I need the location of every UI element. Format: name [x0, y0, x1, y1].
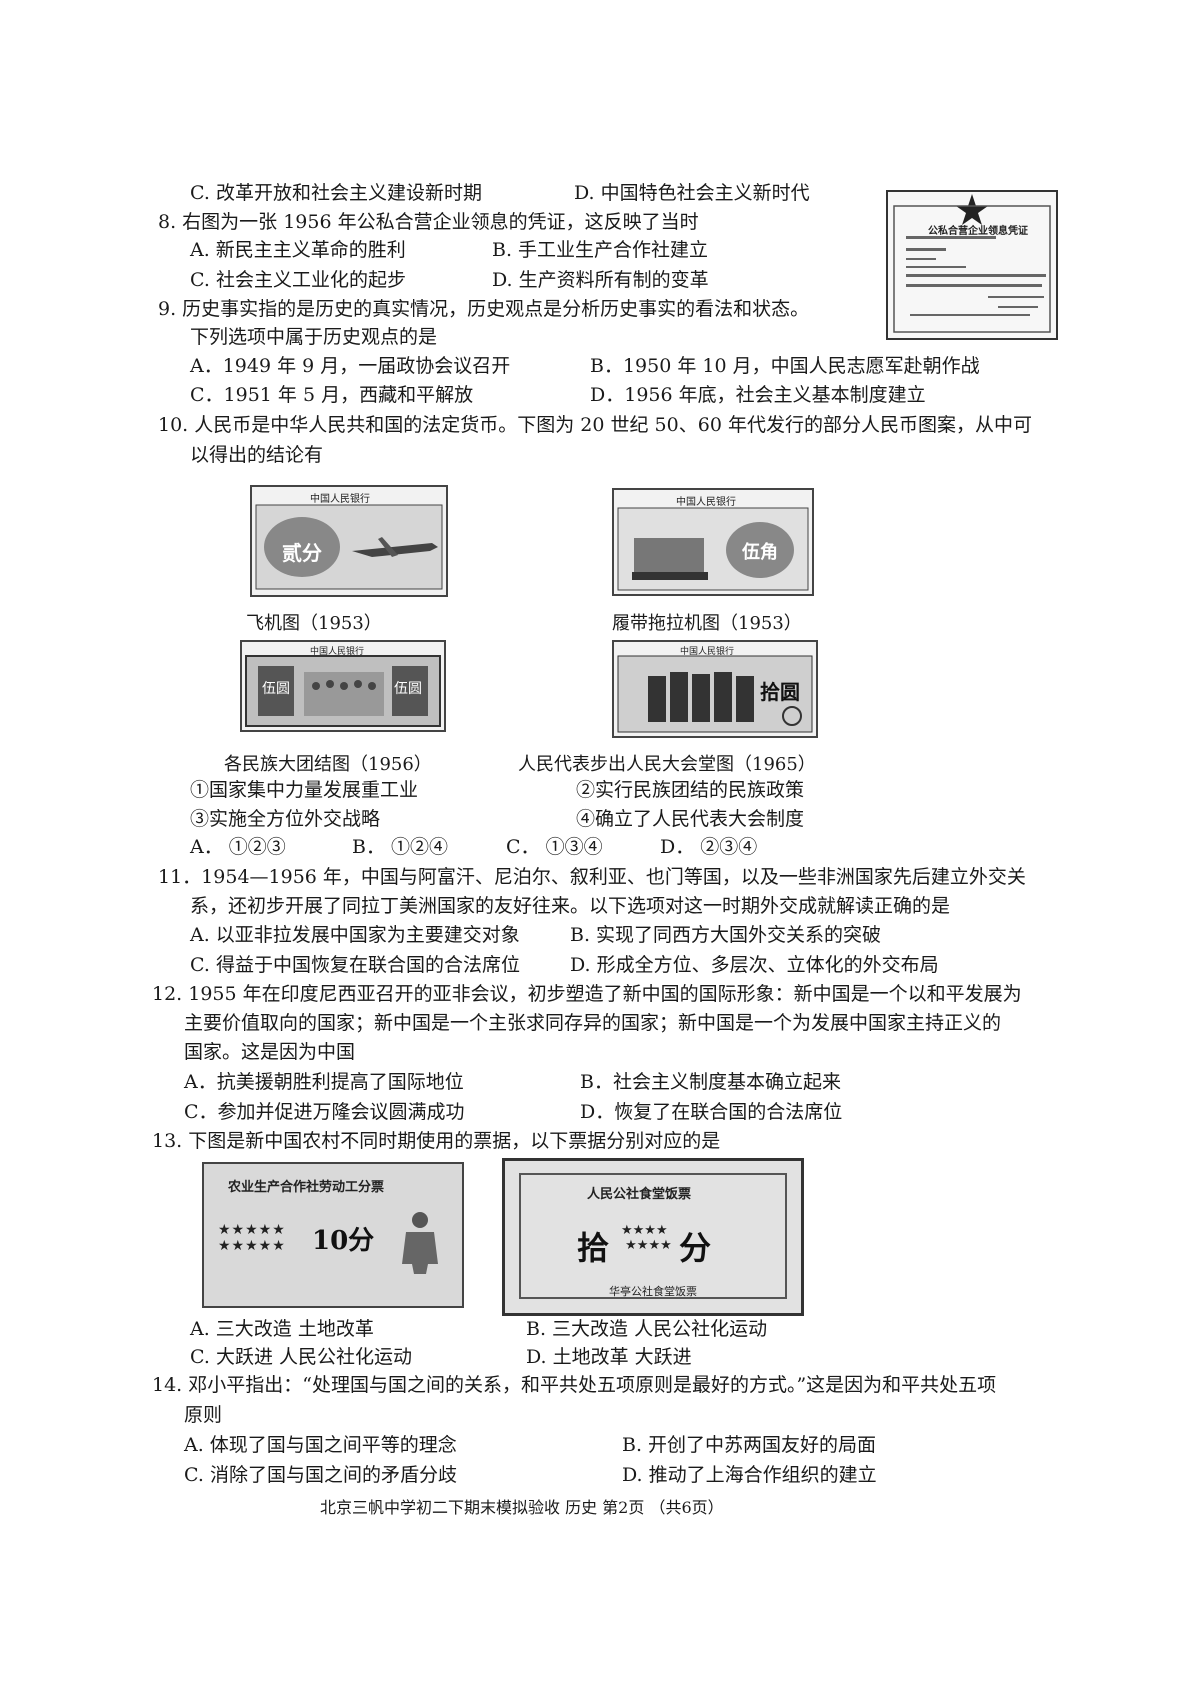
ticket-value: 拾分: [577, 1229, 782, 1267]
banknote-value-text: 贰分: [282, 541, 322, 565]
q11-option-d: D. 形成全方位、多层次、立体化的外交布局: [570, 954, 939, 976]
q14-stem-line2: 原则: [184, 1404, 223, 1426]
q10-option-a: A． ①②③: [190, 836, 286, 858]
caption-ethnic-unity: 各民族大团结图（1956）: [224, 754, 432, 775]
banknote-value-text: 伍角: [742, 542, 778, 563]
q10-stem-line1: 10. 人民币是中华人民共和国的法定货币。下图为 20 世纪 50、60 年代发…: [158, 414, 1032, 436]
q14-option-c: C. 消除了国与国之间的矛盾分歧: [184, 1464, 457, 1486]
q12-option-a: A．抗美援朝胜利提高了国际地位: [184, 1071, 464, 1093]
q9-stem-line1: 9. 历史事实指的是历史的真实情况，历史观点是分析历史事实的看法和状态。: [158, 298, 810, 320]
certificate-title: 公私合营企业领息凭证: [928, 226, 1028, 237]
q12-stem-line3: 国家。这是因为中国: [184, 1041, 356, 1063]
q10-option-d: D． ②③④: [660, 836, 758, 858]
ticket-subtitle: 华亭公社食堂饭票: [609, 1285, 697, 1298]
banknote-bank-name: 中国人民银行: [680, 647, 735, 657]
q10-option-b: B． ①②④: [352, 836, 449, 858]
q13-stem: 13. 下图是新中国农村不同时期使用的票据，以下票据分别对应的是: [152, 1130, 721, 1152]
q12-option-d: D．恢复了在联合国的合法席位: [580, 1101, 843, 1123]
banknote-ethnic-unity-image: 中国人民银行 伍圆 伍圆: [240, 640, 446, 732]
q14-stem-line1: 14. 邓小平指出：“处理国与国之间的关系，和平共处五项原则是最好的方式。”这是…: [152, 1374, 997, 1396]
q8-option-d: D. 生产资料所有制的变革: [492, 269, 709, 291]
q12-stem-line2: 主要价值取向的国家；新中国是一个主张求同存异的国家；新中国是一个为发展中国家主持…: [184, 1012, 1002, 1034]
q13-option-a: A. 三大改造 土地改革: [190, 1318, 374, 1340]
q11-stem-line1: 11．1954—1956 年，中国与阿富汗、尼泊尔、叙利亚、也门等国，以及一些非…: [158, 866, 1026, 888]
caption-airplane: 飞机图（1953）: [246, 613, 382, 634]
q8-option-c: C. 社会主义工业化的起步: [190, 269, 406, 291]
q10-option-c: C． ①③④: [506, 836, 603, 858]
q10-item-2: ②实行民族团结的民族政策: [576, 779, 805, 801]
q8-option-a: A. 新民主主义革命的胜利: [190, 239, 406, 261]
q11-option-a: A. 以亚非拉发展中国家为主要建交对象: [190, 924, 520, 946]
q10-item-3: ③实施全方位外交战略: [190, 808, 381, 830]
q7-option-d: D. 中国特色社会主义新时代: [574, 182, 810, 204]
q14-option-a: A. 体现了国与国之间平等的理念: [184, 1434, 457, 1456]
q9-stem-line2: 下列选项中属于历史观点的是: [190, 326, 438, 348]
q10-stem-line2: 以得出的结论有: [190, 444, 324, 466]
q11-option-c: C. 得益于中国恢复在联合国的合法席位: [190, 954, 520, 976]
q8-option-b: B. 手工业生产合作社建立: [492, 239, 709, 261]
banknote-value-text: 伍圆: [394, 681, 422, 697]
q9-option-d: D．1956 年底，社会主义基本制度建立: [590, 384, 926, 406]
banknote-representatives-image: 中国人民银行 拾圆: [612, 640, 818, 738]
q13-option-c: C. 大跃进 人民公社化运动: [190, 1346, 412, 1368]
q9-option-a: A．1949 年 9 月，一届政协会议召开: [190, 355, 511, 377]
worker-figure-icon: [402, 1212, 438, 1274]
stars-icon: ★★★★ ★★★★: [621, 1223, 672, 1253]
ticket-title: 人民公社食堂饭票: [587, 1187, 692, 1202]
q11-option-b: B. 实现了同西方大国外交关系的突破: [570, 924, 882, 946]
certificate-image: 公私合营企业领息凭证: [886, 190, 1058, 340]
q9-option-b: B．1950 年 10 月，中国人民志愿军赴朝作战: [590, 355, 980, 377]
banknote-bank-name: 中国人民银行: [676, 497, 736, 508]
ticket-value: 10分: [312, 1226, 375, 1256]
banknote-tractor-image: 中国人民银行 伍角: [612, 488, 814, 596]
q14-option-d: D. 推动了上海合作组织的建立: [622, 1464, 877, 1486]
caption-tractor: 履带拖拉机图（1953）: [612, 613, 802, 634]
q12-option-c: C．参加并促进万隆会议圆满成功: [184, 1101, 465, 1123]
q7-option-c: C. 改革开放和社会主义建设新时期: [190, 182, 482, 204]
commune-meal-ticket-image: 人民公社食堂饭票 拾分 ★★★★ ★★★★ 华亭公社食堂饭票: [502, 1158, 804, 1316]
q12-option-b: B．社会主义制度基本确立起来: [580, 1071, 841, 1093]
q11-stem-line2: 系，还初步开展了同拉丁美洲国家的友好往来。以下选项对这一时期外交成就解读正确的是: [190, 895, 951, 917]
banknote-bank-name: 中国人民银行: [310, 647, 365, 657]
q10-item-1: ①国家集中力量发展重工业: [190, 779, 419, 801]
q12-stem-line1: 12. 1955 年在印度尼西亚召开的亚非会议，初步塑造了新中国的国际形象：新中…: [152, 983, 1022, 1005]
banknote-value-text: 伍圆: [262, 681, 290, 697]
banknote-bank-name: 中国人民银行: [310, 494, 370, 505]
page-footer: 北京三帆中学初二下期末模拟验收 历史 第2页 （共6页）: [320, 1498, 724, 1517]
banknote-airplane-image: 中国人民银行 贰分: [250, 485, 448, 597]
q10-item-4: ④确立了人民代表大会制度: [576, 808, 805, 830]
q8-stem: 8. 右图为一张 1956 年公私合营企业领息的凭证，这反映了当时: [158, 211, 699, 233]
work-point-ticket-image: 农业生产合作社劳动工分票 ★★★★★★★★★★ 10分: [202, 1162, 464, 1308]
banknote-value-text: 拾圆: [760, 680, 800, 704]
stars-icon: ★★★★★★★★★★: [218, 1222, 286, 1254]
q13-option-b: B. 三大改造 人民公社化运动: [526, 1318, 768, 1340]
ticket-title: 农业生产合作社劳动工分票: [228, 1180, 385, 1195]
q13-option-d: D. 土地改革 大跃进: [526, 1346, 692, 1368]
q14-option-b: B. 开创了中苏两国友好的局面: [622, 1434, 877, 1456]
caption-representatives: 人民代表步出人民大会堂图（1965）: [518, 754, 816, 775]
q9-option-c: C．1951 年 5 月，西藏和平解放: [190, 384, 474, 406]
